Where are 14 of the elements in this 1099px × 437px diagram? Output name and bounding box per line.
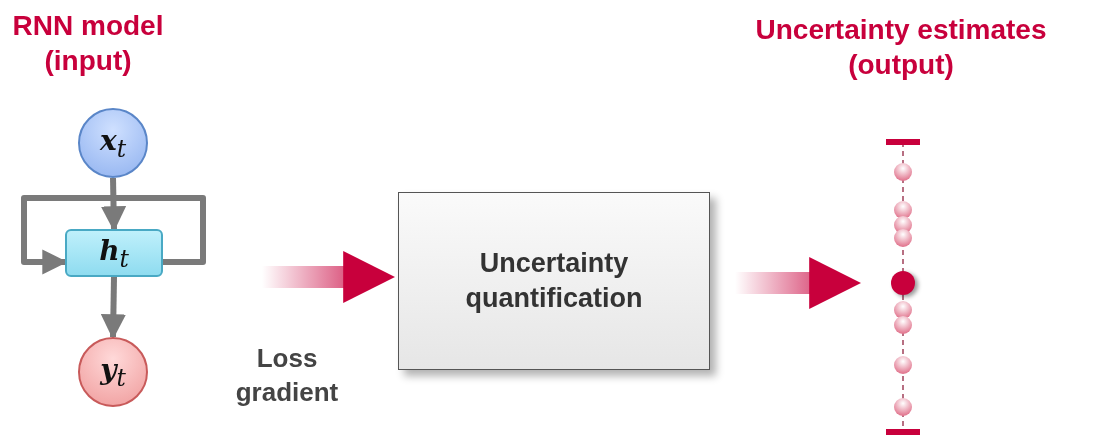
- section-heading: Uncertainty estimates (output): [754, 13, 1048, 82]
- arrow: [100, 276, 126, 340]
- process-label: Uncertainty quantification: [464, 246, 644, 315]
- arrow: [21, 195, 206, 275]
- thick-arrow: [735, 257, 862, 309]
- math-symbol: x$_{t}$: [99, 123, 127, 163]
- section-heading: RNN model (input): [11, 9, 165, 78]
- arrow: [100, 177, 127, 232]
- thick-arrow: [262, 251, 396, 303]
- process-box: [398, 192, 710, 370]
- edge-label: Loss gradient: [234, 342, 340, 409]
- math-symbol: h$_{t}$: [99, 233, 129, 273]
- hidden-state-box: [65, 229, 163, 277]
- math-symbol: y$_{t}$: [100, 352, 126, 392]
